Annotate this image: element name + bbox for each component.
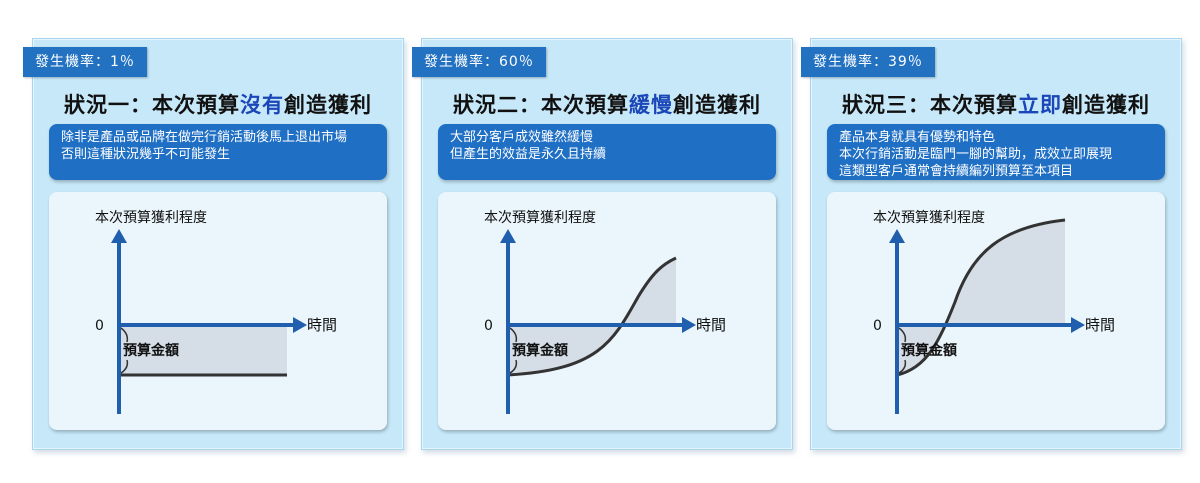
profit-chart-svg: 本次預算獲利程度 時間 0 預算金額 xyxy=(873,210,1115,414)
y-axis-label: 本次預算獲利程度 xyxy=(873,210,985,226)
title-suffix: 創造獲利 xyxy=(1062,92,1150,117)
profit-chart: 本次預算獲利程度 時間 0 預算金額 xyxy=(827,192,1165,430)
budget-bracket xyxy=(509,327,518,374)
description-line: 否則這種狀況幾乎不可能發生 xyxy=(61,147,231,162)
scenario-title: 狀況一：本次預算沒有創造獲利 xyxy=(33,89,403,119)
title-prefix: 狀況二：本次預算 xyxy=(453,92,629,117)
title-suffix: 創造獲利 xyxy=(284,92,372,117)
y-axis-label: 本次預算獲利程度 xyxy=(484,210,596,226)
profit-chart-svg: 本次預算獲利程度 時間 0 預算金額 xyxy=(95,210,337,414)
y-axis-label: 本次預算獲利程度 xyxy=(95,210,207,226)
description-line: 大部分客戶成效雖然緩慢 xyxy=(450,130,594,145)
profit-area xyxy=(508,258,676,375)
title-highlight: 緩慢 xyxy=(629,92,673,117)
x-axis-arrow-icon xyxy=(1071,317,1085,333)
probability-badge: 發生機率：1％ xyxy=(23,47,147,77)
zero-label: 0 xyxy=(484,318,493,334)
profit-area xyxy=(119,325,287,375)
title-prefix: 狀況三：本次預算 xyxy=(842,92,1018,117)
x-axis-arrow-icon xyxy=(293,317,307,333)
title-highlight: 立即 xyxy=(1018,92,1062,117)
budget-bracket xyxy=(120,327,129,374)
x-axis-arrow-icon xyxy=(682,317,696,333)
y-axis-arrow-icon xyxy=(889,229,905,243)
profit-chart-svg: 本次預算獲利程度 時間 0 預算金額 xyxy=(484,210,726,414)
description-line: 本次行銷活動是臨門一腳的幫助，成效立即展現 xyxy=(839,147,1113,162)
probability-badge: 發生機率：39％ xyxy=(801,47,935,77)
description-line: 這類型客戶通常會持續編列預算至本項目 xyxy=(839,164,1074,179)
budget-label: 預算金額 xyxy=(123,342,179,359)
scenario-description: 大部分客戶成效雖然緩慢 但產生的效益是永久且持續 xyxy=(438,124,776,180)
scenario-title: 狀況三：本次預算立即創造獲利 xyxy=(811,89,1181,119)
x-axis-label: 時間 xyxy=(1085,316,1115,334)
x-axis-label: 時間 xyxy=(696,316,726,334)
profit-chart: 本次預算獲利程度 時間 0 預算金額 xyxy=(49,192,387,430)
profit-curve xyxy=(507,256,677,377)
title-highlight: 沒有 xyxy=(240,92,284,117)
budget-label: 預算金額 xyxy=(512,342,568,359)
zero-label: 0 xyxy=(95,318,104,334)
x-axis-label: 時間 xyxy=(307,316,337,334)
probability-badge: 發生機率：60％ xyxy=(412,47,546,77)
profit-chart: 本次預算獲利程度 時間 0 預算金額 xyxy=(438,192,776,430)
scenario-panel-2: 發生機率：60％ 狀況二：本次預算緩慢創造獲利 大部分客戶成效雖然緩慢 但產生的… xyxy=(412,38,793,450)
y-axis-arrow-icon xyxy=(500,229,516,243)
scenario-title: 狀況二：本次預算緩慢創造獲利 xyxy=(422,89,792,119)
scenario-description: 產品本身就具有優勢和特色 本次行銷活動是臨門一腳的幫助，成效立即展現 這類型客戶… xyxy=(827,124,1165,180)
profit-curve xyxy=(896,218,1066,377)
scenario-panel-3: 發生機率：39％ 狀況三：本次預算立即創造獲利 產品本身就具有優勢和特色 本次行… xyxy=(801,38,1182,450)
scenario-description: 除非是產品或品牌在做完行銷活動後馬上退出市場 否則這種狀況幾乎不可能發生 xyxy=(49,124,387,180)
budget-bracket xyxy=(898,327,907,374)
title-prefix: 狀況一：本次預算 xyxy=(64,92,240,117)
y-axis-arrow-icon xyxy=(111,229,127,243)
title-suffix: 創造獲利 xyxy=(673,92,761,117)
budget-label: 預算金額 xyxy=(901,342,957,359)
description-line: 但產生的效益是永久且持續 xyxy=(450,147,607,162)
zero-label: 0 xyxy=(873,318,882,334)
description-line: 除非是產品或品牌在做完行銷活動後馬上退出市場 xyxy=(61,130,348,145)
description-line: 產品本身就具有優勢和特色 xyxy=(839,130,996,145)
scenario-panel-1: 發生機率：1％ 狀況一：本次預算沒有創造獲利 除非是產品或品牌在做完行銷活動後馬… xyxy=(23,38,404,450)
